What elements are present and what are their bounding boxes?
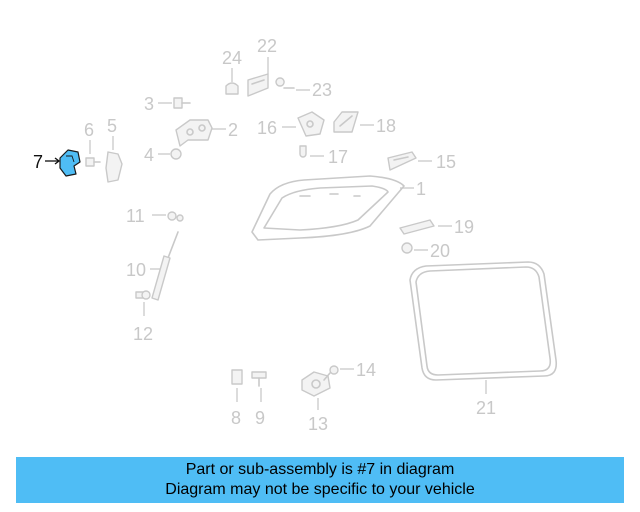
part-2: 2 xyxy=(175,119,238,147)
callout-6: 6 xyxy=(84,120,94,140)
callout-11: 11 xyxy=(126,206,145,226)
callout-19: 19 xyxy=(454,217,474,237)
callout-7: 7 xyxy=(33,152,43,172)
banner-line-1: Part or sub-assembly is #7 in diagram xyxy=(185,461,455,478)
part-12: 12 xyxy=(133,290,153,344)
part-3: 3 xyxy=(144,94,191,114)
info-banner: Part or sub-assembly is #7 in diagram Di… xyxy=(16,457,624,503)
part-14: 14 xyxy=(323,360,376,381)
part-24: 24 xyxy=(222,48,242,95)
callout-23: 23 xyxy=(312,80,332,100)
part-21: 21 xyxy=(409,261,558,418)
callout-17: 17 xyxy=(328,147,348,167)
callout-14: 14 xyxy=(356,360,376,380)
part-7: 7 xyxy=(33,149,81,177)
part-8: 8 xyxy=(231,369,243,428)
callout-5: 5 xyxy=(107,116,117,136)
callout-8: 8 xyxy=(231,408,241,428)
callout-13: 13 xyxy=(308,414,328,434)
part-6: 6 xyxy=(84,120,101,167)
part-20: 20 xyxy=(401,241,450,261)
part-4: 4 xyxy=(144,145,182,165)
part-18: 18 xyxy=(333,111,396,136)
callout-22: 22 xyxy=(257,36,277,56)
callout-20: 20 xyxy=(430,241,450,261)
callout-24: 24 xyxy=(222,48,242,68)
part-22: 22 xyxy=(247,36,277,97)
part-23: 23 xyxy=(275,77,332,100)
part-11: 11 xyxy=(126,206,184,226)
part-13: 13 xyxy=(301,371,331,434)
part-10: 10 xyxy=(126,231,179,301)
part-1: 1 xyxy=(251,175,426,241)
part-9: 9 xyxy=(251,371,267,428)
callout-2: 2 xyxy=(228,120,238,140)
part-16: 16 xyxy=(257,111,325,138)
callout-9: 9 xyxy=(255,408,265,428)
callout-18: 18 xyxy=(376,116,396,136)
banner-line-2: Diagram may not be specific to your vehi… xyxy=(165,481,475,498)
part-5: 5 xyxy=(105,116,123,183)
part-17: 17 xyxy=(299,145,348,167)
part-15: 15 xyxy=(387,151,456,172)
callout-10: 10 xyxy=(126,260,146,280)
highlighted-part-7 xyxy=(59,149,81,177)
callout-1: 1 xyxy=(416,179,426,199)
callout-3: 3 xyxy=(144,94,154,114)
callout-21: 21 xyxy=(476,398,496,418)
callout-15: 15 xyxy=(436,152,456,172)
callout-12: 12 xyxy=(133,324,153,344)
callout-4: 4 xyxy=(144,145,154,165)
part-19: 19 xyxy=(399,217,474,237)
callout-16: 16 xyxy=(257,118,277,138)
